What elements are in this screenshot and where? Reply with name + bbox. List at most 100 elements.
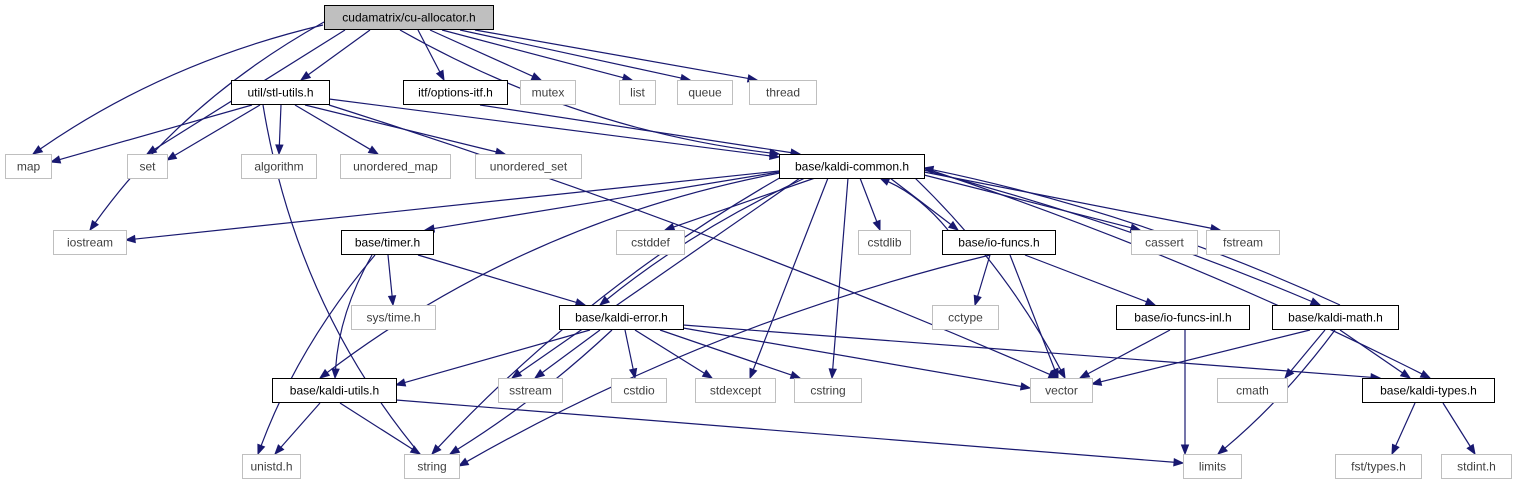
arrowhead bbox=[299, 70, 312, 81]
edge-line bbox=[280, 402, 321, 448]
node-iofuncs[interactable]: base/io-funcs.h bbox=[942, 230, 1056, 255]
node-root[interactable]: cudamatrix/cu-allocator.h bbox=[324, 5, 494, 30]
edge-common-to-kutils bbox=[318, 171, 786, 379]
arrowhead bbox=[947, 220, 960, 231]
node-iofuncsinl[interactable]: base/io-funcs-inl.h bbox=[1116, 305, 1250, 330]
arrowhead bbox=[367, 145, 380, 155]
node-label: base/timer.h bbox=[355, 236, 420, 250]
edge-line bbox=[307, 29, 371, 76]
node-kutils[interactable]: base/kaldi-utils.h bbox=[272, 378, 397, 403]
edge-line bbox=[914, 177, 1062, 371]
edge-line bbox=[519, 177, 801, 374]
edge-common-to-cstdlib bbox=[859, 177, 881, 232]
edge-stl-to-algorithm bbox=[275, 104, 284, 156]
edge-timer-to-unistd bbox=[257, 254, 376, 456]
node-common[interactable]: base/kaldi-common.h bbox=[779, 154, 925, 179]
node-label: cstdlib bbox=[867, 236, 901, 250]
edge-iofuncsinl-to-vector bbox=[1078, 329, 1171, 379]
node-box bbox=[5, 154, 52, 179]
node-map: map bbox=[5, 154, 52, 179]
edge-common-to-timer bbox=[423, 171, 780, 233]
edge-line bbox=[479, 104, 792, 154]
edge-error-to-ktypes bbox=[682, 324, 1382, 382]
edge-line bbox=[1100, 329, 1311, 383]
node-box bbox=[1217, 378, 1288, 403]
node-thread: thread bbox=[749, 80, 817, 105]
edge-line bbox=[404, 329, 591, 384]
edge-line bbox=[474, 29, 749, 80]
arrowhead bbox=[431, 444, 442, 456]
node-error[interactable]: base/kaldi-error.h bbox=[559, 305, 684, 330]
arrowhead bbox=[510, 369, 523, 379]
node-ktypes[interactable]: base/kaldi-types.h bbox=[1362, 378, 1495, 403]
edge-line bbox=[399, 29, 771, 154]
arrowhead bbox=[124, 234, 136, 244]
node-box bbox=[695, 378, 776, 403]
node-box bbox=[1131, 230, 1198, 255]
node-label: list bbox=[630, 86, 645, 100]
node-box bbox=[272, 378, 397, 403]
edge-iofuncs-to-iofuncsinl bbox=[1024, 254, 1157, 306]
node-box bbox=[749, 80, 817, 105]
edge-root-to-list bbox=[441, 29, 634, 82]
node-options[interactable]: itf/options-itf.h bbox=[403, 80, 508, 105]
node-box bbox=[619, 80, 656, 105]
node-label: cctype bbox=[948, 311, 983, 325]
node-box bbox=[404, 454, 460, 479]
edge-common-to-iostream bbox=[124, 170, 780, 244]
node-kmath[interactable]: base/kaldi-math.h bbox=[1272, 305, 1399, 330]
edge-line bbox=[1442, 402, 1471, 447]
arrowhead bbox=[89, 219, 99, 232]
edge-iofuncs-to-common bbox=[878, 177, 949, 231]
edge-line bbox=[417, 29, 441, 73]
edge-stl-to-map bbox=[49, 104, 253, 164]
edge-line bbox=[673, 177, 816, 228]
edge-line bbox=[441, 29, 624, 79]
edge-line bbox=[395, 399, 1175, 463]
edge-line bbox=[459, 29, 682, 79]
edge-root-to-queue bbox=[459, 29, 692, 83]
node-box bbox=[498, 378, 563, 403]
edge-line bbox=[387, 254, 393, 297]
arrowhead bbox=[1019, 382, 1032, 391]
node-label: base/kaldi-math.h bbox=[1288, 311, 1383, 325]
arrowhead bbox=[31, 145, 44, 155]
edge-stl-to-set bbox=[165, 104, 261, 161]
node-stdint: stdint.h bbox=[1441, 454, 1512, 479]
node-box bbox=[53, 230, 127, 255]
arrowhead bbox=[448, 445, 461, 455]
node-stl[interactable]: util/stl-utils.h bbox=[231, 80, 330, 105]
node-fstream: fstream bbox=[1206, 230, 1280, 255]
arrowhead bbox=[1180, 444, 1190, 456]
node-label: queue bbox=[688, 86, 722, 100]
arrowhead bbox=[457, 457, 470, 467]
node-iostream: iostream bbox=[53, 230, 127, 255]
node-cstring: cstring bbox=[794, 378, 862, 403]
node-label: base/kaldi-types.h bbox=[1380, 384, 1477, 398]
edge-common-to-sstream bbox=[510, 177, 801, 379]
edge-timer-to-systime bbox=[387, 254, 397, 307]
node-sstream: sstream bbox=[498, 378, 563, 403]
node-label: unistd.h bbox=[250, 460, 292, 474]
edge-common-to-stdexcept bbox=[749, 177, 829, 380]
node-algorithm: algorithm bbox=[241, 154, 317, 179]
edge-error-to-cstdio bbox=[624, 329, 638, 380]
arrowhead bbox=[872, 219, 881, 232]
edge-line bbox=[466, 254, 991, 463]
node-label: cstddef bbox=[631, 236, 670, 250]
edge-line bbox=[328, 98, 771, 157]
edge-options-to-common bbox=[479, 104, 802, 157]
node-timer[interactable]: base/timer.h bbox=[341, 230, 434, 255]
node-label: unordered_map bbox=[353, 160, 438, 174]
node-box bbox=[1116, 305, 1250, 330]
node-label: cudamatrix/cu-allocator.h bbox=[342, 11, 475, 25]
arrowhead bbox=[1173, 458, 1185, 467]
node-cstdio: cstdio bbox=[611, 378, 667, 403]
node-box bbox=[559, 305, 684, 330]
arrowhead bbox=[828, 368, 837, 380]
node-box bbox=[341, 230, 434, 255]
node-label: base/kaldi-utils.h bbox=[290, 384, 379, 398]
edge-line bbox=[1024, 254, 1147, 303]
node-label: base/io-funcs-inl.h bbox=[1134, 311, 1231, 325]
